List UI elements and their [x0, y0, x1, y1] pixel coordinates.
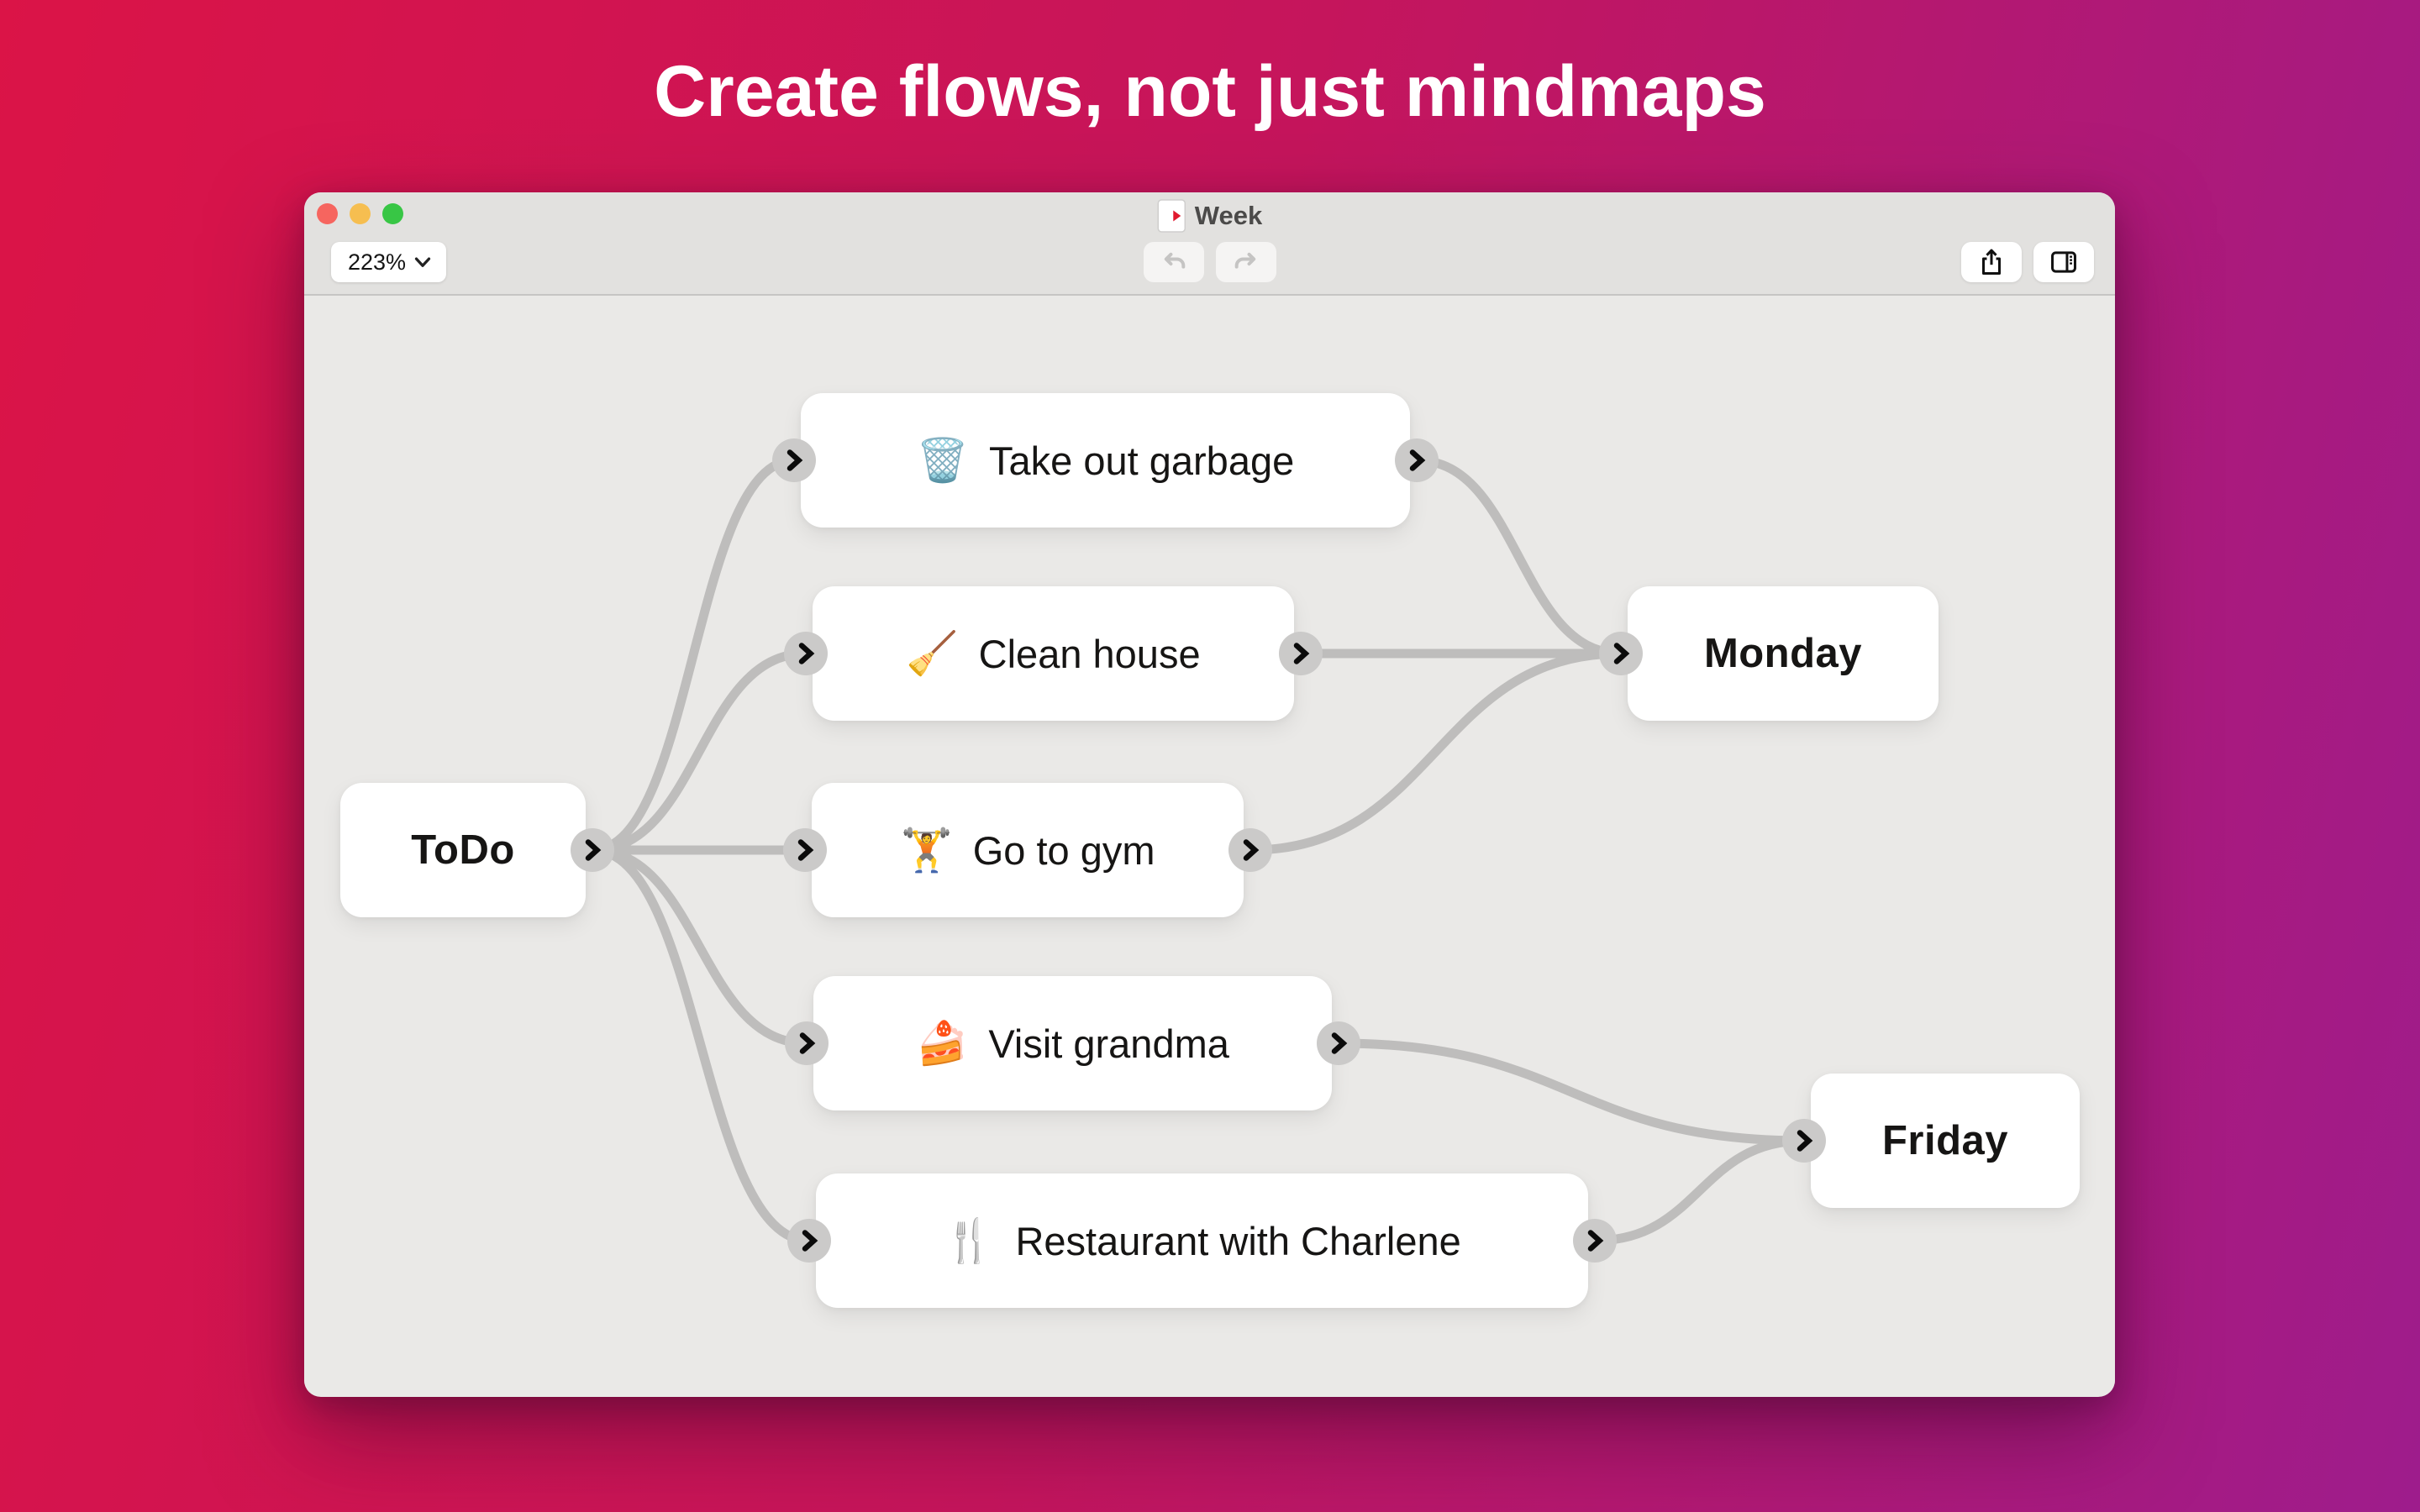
- flow-node-gym[interactable]: 🏋️ Go to gym: [812, 783, 1244, 917]
- chevron-right-icon: [798, 643, 815, 664]
- edge-restaurant-friday: [1590, 1136, 1809, 1246]
- zoom-level-control[interactable]: 223%: [331, 242, 447, 282]
- port-garbage-out[interactable]: [1395, 438, 1439, 482]
- node-emoji-garbage: 🗑️: [916, 437, 970, 484]
- node-label-gym: Go to gym: [972, 827, 1155, 873]
- port-monday-in[interactable]: [1599, 632, 1643, 675]
- flow-node-friday[interactable]: Friday: [1811, 1074, 2080, 1208]
- edge-garbage-monday: [1412, 455, 1626, 659]
- nodes-layer: ToDo 🗑️ Take out garbage 🧹 Clean house 🏋️ Go t…: [304, 296, 2115, 1395]
- node-emoji-clean: 🧹: [906, 630, 959, 677]
- flow-node-garbage[interactable]: 🗑️ Take out garbage: [801, 393, 1410, 528]
- port-todo-out[interactable]: [571, 828, 614, 872]
- chevron-right-icon: [797, 839, 814, 861]
- node-emoji-restaurant: 🍴: [943, 1217, 996, 1264]
- chevron-right-icon: [799, 1032, 816, 1054]
- node-label-grandma: Visit grandma: [988, 1021, 1229, 1066]
- window-title-group: Week: [1157, 197, 1262, 234]
- flow-node-todo[interactable]: ToDo: [340, 783, 586, 917]
- chevron-right-icon: [585, 839, 602, 861]
- redo-button[interactable]: [1215, 242, 1276, 282]
- chevron-right-icon: [1613, 643, 1630, 664]
- right-controls: [1961, 242, 2094, 282]
- port-gym-out[interactable]: [1228, 828, 1272, 872]
- node-label-restaurant: Restaurant with Charlene: [1015, 1218, 1461, 1263]
- node-label-friday: Friday: [1881, 1118, 2009, 1163]
- edge-todo-garbage: [587, 455, 799, 855]
- titlebar: Week 223%: [304, 192, 2115, 296]
- node-label-clean: Clean house: [978, 631, 1201, 676]
- sidebar-toggle-icon: [2048, 246, 2080, 278]
- hero-heading: Create flows, not just mindmaps: [654, 51, 1766, 132]
- port-clean-out[interactable]: [1279, 632, 1323, 675]
- traffic-lights: [317, 203, 403, 224]
- share-button[interactable]: [1961, 242, 2022, 282]
- chevron-down-icon: [414, 256, 431, 269]
- close-button[interactable]: [317, 203, 338, 224]
- zoom-level-value: 223%: [348, 249, 407, 275]
- minimize-button[interactable]: [350, 203, 371, 224]
- history-controls: [1143, 242, 1276, 282]
- flow-node-grandma[interactable]: 🍰 Visit grandma: [813, 976, 1332, 1110]
- fullscreen-button[interactable]: [382, 203, 403, 224]
- node-label-todo: ToDo: [411, 827, 515, 873]
- port-clean-in[interactable]: [784, 632, 828, 675]
- app-window: Week 223%: [304, 192, 2115, 1397]
- flow-canvas[interactable]: ToDo 🗑️ Take out garbage 🧹 Clean house 🏋️ Go t…: [304, 296, 2115, 1395]
- ports-layer: [571, 438, 1826, 1263]
- redo-icon: [1232, 248, 1260, 276]
- edge-todo-clean: [587, 648, 811, 855]
- port-grandma-out[interactable]: [1317, 1021, 1360, 1065]
- port-restaurant-out[interactable]: [1573, 1219, 1617, 1263]
- flow-node-monday[interactable]: Monday: [1628, 586, 1939, 721]
- share-icon: [1975, 246, 2007, 278]
- chevron-right-icon: [1797, 1130, 1813, 1152]
- port-garbage-in[interactable]: [772, 438, 816, 482]
- edge-todo-restaurant: [587, 845, 814, 1246]
- port-gym-in[interactable]: [783, 828, 827, 872]
- node-emoji-gym: 🏋️: [900, 827, 953, 874]
- chevron-right-icon: [1243, 839, 1260, 861]
- node-label-garbage: Take out garbage: [989, 438, 1295, 483]
- port-friday-in[interactable]: [1782, 1119, 1826, 1163]
- window-title: Week: [1194, 201, 1263, 230]
- edge-grandma-friday: [1334, 1038, 1809, 1146]
- chevron-right-icon: [1409, 449, 1426, 471]
- flow-node-restaurant[interactable]: 🍴 Restaurant with Charlene: [816, 1173, 1588, 1308]
- chevron-right-icon: [1587, 1230, 1604, 1252]
- flow-node-clean[interactable]: 🧹 Clean house: [813, 586, 1294, 721]
- node-label-monday: Monday: [1703, 631, 1863, 676]
- document-icon: [1157, 199, 1186, 233]
- chevron-right-icon: [802, 1230, 818, 1252]
- sidebar-toggle-button[interactable]: [2033, 242, 2094, 282]
- edge-todo-grandma: [587, 845, 812, 1048]
- port-restaurant-in[interactable]: [787, 1219, 831, 1263]
- undo-button[interactable]: [1143, 242, 1204, 282]
- chevron-right-icon: [786, 449, 803, 471]
- node-emoji-grandma: 🍰: [916, 1020, 969, 1067]
- edge-gym-monday: [1245, 648, 1626, 855]
- undo-icon: [1160, 248, 1188, 276]
- chevron-right-icon: [1293, 643, 1310, 664]
- chevron-right-icon: [1331, 1032, 1348, 1054]
- port-grandma-in[interactable]: [785, 1021, 829, 1065]
